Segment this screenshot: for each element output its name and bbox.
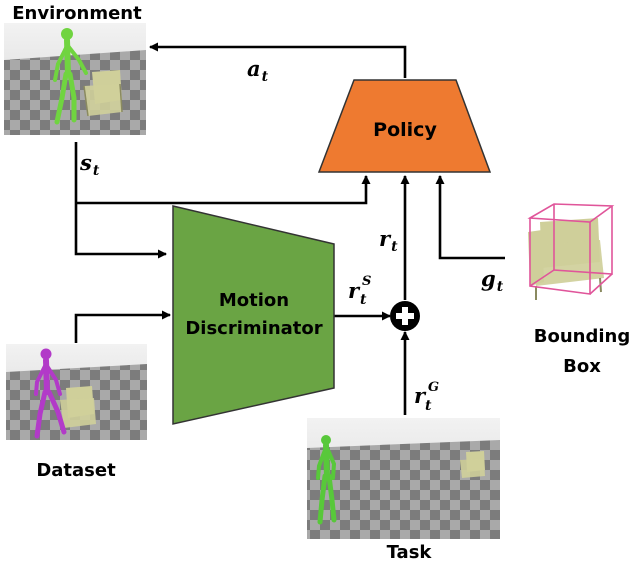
svg-text:S: S: [362, 274, 371, 289]
bbox-outline: [527, 203, 615, 295]
svg-text:gt: gt: [481, 266, 504, 295]
policy-trapezoid: [317, 79, 492, 173]
dataset-to-discriminator-arrow: [74, 310, 171, 343]
state-to-discriminator-arrow: [74, 142, 167, 259]
svg-text:t: t: [425, 398, 432, 414]
state-to-policy-arrow: [76, 175, 371, 205]
svg-text:G: G: [428, 380, 439, 395]
environment-character: [53, 28, 88, 125]
svg-text:t: t: [360, 292, 367, 308]
svg-text:at: at: [247, 56, 269, 85]
policy-label: Policy: [373, 119, 437, 141]
symbol-goal: gt: [481, 266, 504, 295]
task-image: [307, 418, 500, 539]
environment-chair: [83, 70, 123, 117]
dataset-character: [34, 348, 67, 439]
action-arrow: [149, 42, 407, 78]
dataset-chair: [60, 386, 96, 428]
symbol-style-reward: r t S: [348, 274, 371, 308]
symbol-reward: rt: [379, 226, 398, 255]
discriminator-trapezoid: [172, 205, 335, 425]
task-label: Task: [387, 542, 433, 562]
environment-image: [4, 23, 146, 135]
bounding-box-label-line1: Bounding: [534, 326, 630, 347]
symbol-goal-reward: r t G: [414, 380, 439, 414]
symbol-action: at: [247, 56, 269, 85]
bounding-box-image: [527, 203, 615, 300]
symbol-state: st: [79, 150, 100, 179]
svg-text:r: r: [414, 383, 427, 408]
bounding-box-label-line2: Box: [563, 356, 601, 377]
goal-to-policy-arrow: [435, 175, 505, 260]
discriminator-block: Motion Discriminator: [172, 205, 335, 425]
sum-node: [390, 301, 420, 331]
policy-block: Policy: [317, 79, 492, 173]
svg-text:rt: rt: [379, 226, 398, 255]
svg-text:st: st: [79, 150, 100, 179]
task-character: [316, 435, 337, 525]
dataset-label: Dataset: [36, 460, 116, 481]
discriminator-label-line2: Discriminator: [185, 318, 322, 339]
discriminator-label-line1: Motion: [219, 290, 289, 311]
environment-label: Environment: [12, 3, 142, 24]
dataset-image: [6, 344, 147, 440]
svg-text:r: r: [348, 278, 361, 303]
bbox-chair: [528, 218, 604, 300]
edges: [74, 42, 505, 415]
task-chair: [460, 451, 485, 478]
